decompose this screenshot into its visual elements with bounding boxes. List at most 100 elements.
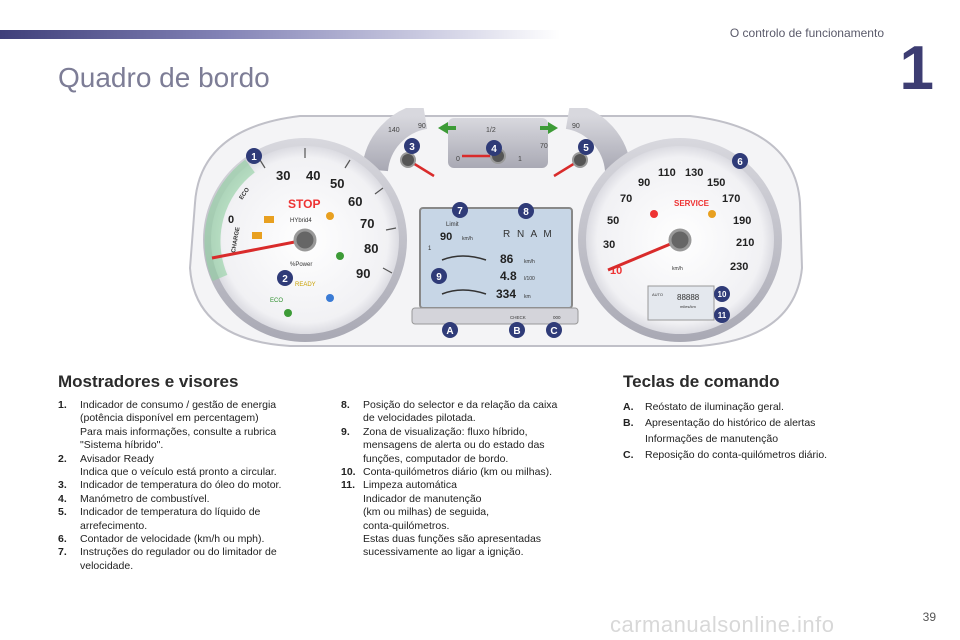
callout-5: 5	[578, 139, 594, 155]
mostradores-list-col2: 8.Posição do selector e da relação da ca…	[341, 399, 606, 560]
chapter-number: 1	[899, 34, 934, 103]
fuel-tick-label: 0	[456, 156, 460, 163]
left-turn-indicator-icon	[438, 122, 456, 134]
car-icon	[441, 289, 487, 295]
item-number: B.	[623, 417, 634, 429]
item-text: Reposição do conta-quilómetros diário.	[645, 449, 828, 461]
list-item: 4.Manómetro de combustível.	[58, 493, 328, 506]
item-text: Contador de velocidade (km/h ou mph).	[80, 533, 265, 546]
list-item: 7.Instruções do regulador ou do limitado…	[58, 546, 328, 573]
item-number: 6.	[58, 533, 67, 546]
list-item: A. Reóstato de iluminação geral.	[623, 399, 893, 415]
ready-label: READY	[295, 282, 316, 288]
item-number: 5.	[58, 506, 67, 519]
item-number: 11.	[341, 479, 356, 492]
odometer-display	[647, 285, 715, 321]
oil-tick-label: 90	[418, 123, 426, 130]
list-item: 1.Indicador de consumo / gestão de energ…	[58, 399, 328, 453]
speed-tick-label: 110	[658, 167, 676, 179]
airbag-warning-icon	[650, 210, 658, 218]
callout-1: 1	[246, 148, 262, 164]
svg-text:4: 4	[491, 144, 497, 155]
beam-icon	[326, 294, 334, 302]
speed-tick-label: 30	[603, 239, 615, 251]
speed-unit-label: km/h	[672, 266, 683, 272]
item-text: Apresentação do histórico de alertas Inf…	[645, 417, 816, 445]
speed-tick-label: 210	[736, 237, 754, 249]
teclas-list: A. Reóstato de iluminação geral. B. Aprese…	[623, 399, 893, 463]
speed-tick-label: 190	[733, 215, 751, 227]
warning-icon	[252, 232, 262, 239]
power-tick-label: 70	[360, 216, 374, 231]
callout-9: 9	[431, 268, 447, 284]
mostradores-list-col1: 1.Indicador de consumo / gestão de energ…	[58, 399, 328, 573]
speed-value: 86	[500, 252, 514, 266]
svg-text:11: 11	[718, 311, 727, 320]
limit-value: 90	[440, 231, 452, 243]
power-tick-label: 80	[364, 241, 378, 256]
header-accent-bar	[0, 30, 560, 39]
list-item: 10.Conta-quilómetros diário (km ou milha…	[341, 466, 606, 479]
callout-10: 10	[714, 286, 730, 302]
callout-C: C	[546, 322, 562, 338]
svg-text:9: 9	[436, 272, 442, 283]
section-title: O controlo de funcionamento	[729, 26, 884, 40]
item-text: Indicador de consumo / gestão de energia…	[80, 399, 277, 452]
charge-zone-label: CHARGE	[231, 227, 241, 254]
coolant-tick-label: 90	[572, 123, 580, 130]
callout-B: B	[509, 322, 525, 338]
warning-icon	[326, 212, 334, 220]
page-number: 39	[922, 610, 936, 624]
odometer-unit: miles/km	[680, 304, 696, 309]
item-number: 7.	[58, 546, 67, 559]
oil-tick-label: 140	[388, 127, 400, 134]
item-text: Avisador Ready Indica que o veículo está…	[80, 452, 277, 479]
svg-text:7: 7	[457, 206, 463, 217]
gear-display: R N A M	[503, 229, 554, 240]
svg-text:3: 3	[409, 142, 415, 153]
warning-icon	[264, 216, 274, 223]
mostradores-heading: Mostradores e visores	[58, 372, 239, 391]
power-tick-label: 90	[356, 266, 370, 281]
warning-icon	[708, 210, 716, 218]
callout-7: 7	[452, 202, 468, 218]
item-text: Indicador de temperatura do óleo do moto…	[80, 479, 282, 492]
light-icon	[336, 252, 344, 260]
limit-label: Limit	[446, 222, 459, 228]
power-percent-label: %Power	[290, 262, 312, 268]
list-item: 5.Indicador de temperatura do líquido de…	[58, 506, 328, 533]
item-text: Zona de visualização: fluxo híbrido, men…	[363, 425, 545, 465]
speed-tick-label: 70	[620, 193, 632, 205]
item-text: Conta-quilómetros diário (km ou milhas).	[363, 466, 553, 479]
item-number: 3.	[58, 479, 67, 492]
fuel-tick-label: 1/2	[486, 127, 496, 134]
power-tick-label: 40	[306, 168, 320, 183]
fuel-tick-label: 1	[518, 156, 522, 163]
list-item: 3. Indicador de temperatura do óleo do mo…	[58, 479, 328, 492]
callout-markers: 1 2 3 4 5 6 7 8 9 10 11 A B C	[246, 138, 748, 338]
list-item: 6. Contador de velocidade (km/h ou mph).	[58, 533, 328, 546]
power-tick-label: 30	[276, 168, 290, 183]
callout-2: 2	[277, 270, 293, 286]
callout-8: 8	[518, 203, 534, 219]
callout-11: 11	[714, 307, 730, 323]
hybrid-label: HYbrid4	[290, 218, 312, 224]
consumption-unit: l/100	[524, 276, 535, 282]
item-text: Reóstato de iluminação geral.	[645, 401, 784, 413]
list-item: B. Apresentação do histórico de alertas I…	[623, 415, 893, 447]
gear-sub: 1	[428, 246, 432, 252]
list-item: 8.Posição do selector e da relação da ca…	[341, 399, 606, 426]
svg-text:10: 10	[718, 290, 727, 299]
oil-temp-gauge: 140 90	[362, 108, 435, 178]
item-text: Manómetro de combustível.	[80, 492, 210, 505]
list-item: 2.Avisador Ready Indica que o veículo es…	[58, 453, 328, 480]
list-item: C.Reposição do conta-quilómetros diário.	[623, 447, 893, 463]
stop-label: STOP	[288, 197, 320, 211]
speed-tick-label: 130	[685, 167, 703, 179]
callout-3: 3	[404, 138, 420, 154]
svg-text:C: C	[550, 326, 557, 337]
item-number: A.	[623, 401, 634, 413]
speed-unit: km/h	[524, 259, 535, 265]
eco-label: ECO	[270, 298, 283, 304]
item-number: 9.	[341, 425, 350, 438]
